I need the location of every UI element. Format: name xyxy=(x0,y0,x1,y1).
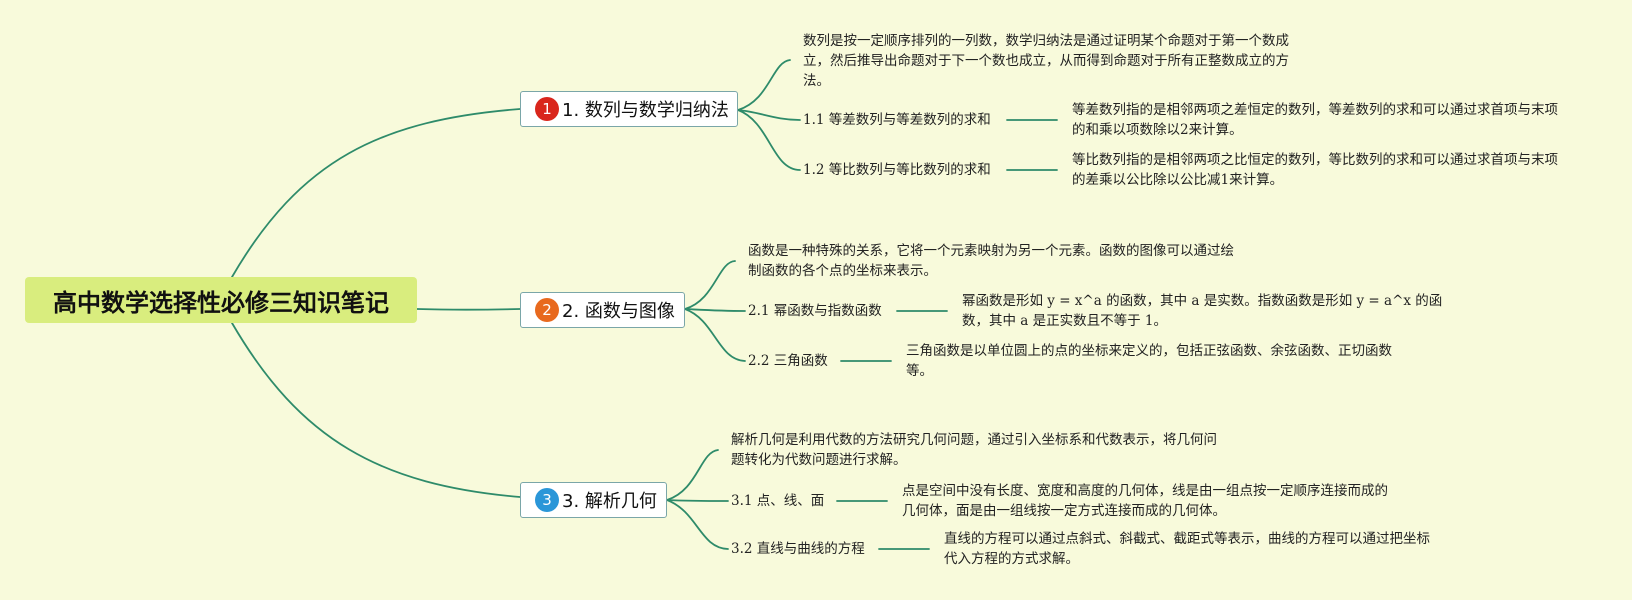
branch-title-1: 1. 数列与数学归纳法 xyxy=(562,100,729,121)
branch-topic-1[interactable]: 1 1. 数列与数学归纳法 xyxy=(520,91,738,127)
branch-topic-2[interactable]: 2 2. 函数与图像 xyxy=(520,292,685,328)
subtopic-1-1[interactable]: 1.1 等差数列与等差数列的求和 xyxy=(803,112,991,128)
connector-b1-sub1 xyxy=(737,109,801,121)
branch-title-3: 3. 解析几何 xyxy=(562,491,657,512)
connector-root-branch-2 xyxy=(416,308,521,311)
connector-b3-sub2 xyxy=(666,499,729,550)
number-badge-1: 1 xyxy=(535,97,559,121)
connector-b2-note xyxy=(684,260,736,310)
root-topic-label: 高中数学选择性必修三知识笔记 xyxy=(53,288,389,317)
root-topic[interactable]: 高中数学选择性必修三知识笔记 xyxy=(25,277,417,323)
connector-root-branch-3 xyxy=(231,322,521,498)
subtopic-2-1[interactable]: 2.1 幂函数与指数函数 xyxy=(748,303,882,319)
subtopic-3-2[interactable]: 3.2 直线与曲线的方程 xyxy=(731,541,865,557)
number-badge-3: 3 xyxy=(535,488,559,512)
subtopic-2-2[interactable]: 2.2 三角函数 xyxy=(748,353,828,369)
subtopic-detail-2-2: 三角函数是以单位圆上的点的坐标来定义的，包括正弦函数、余弦函数、正切函数等。 xyxy=(906,343,1392,379)
subtopic-3-1[interactable]: 3.1 点、线、面 xyxy=(731,493,825,509)
connector-b3-sub1 xyxy=(666,499,729,502)
branch-note-3: 解析几何是利用代数的方法研究几何问题，通过引入坐标系和代数表示，将几何问题转化为… xyxy=(731,432,1217,468)
number-badge-2: 2 xyxy=(535,298,559,322)
branch-topic-3[interactable]: 3 3. 解析几何 xyxy=(520,482,667,518)
subtopic-detail-1-2: 等比数列指的是相邻两项之比恒定的数列，等比数列的求和可以通过求首项与末项的差乘以… xyxy=(1072,152,1558,188)
subtopic-1-2[interactable]: 1.2 等比数列与等比数列的求和 xyxy=(803,162,991,178)
connector-b2-sub2 xyxy=(684,308,746,362)
connector-b1-note xyxy=(737,59,791,111)
connector-root-branch-1 xyxy=(231,108,521,278)
connector-b2-sub1 xyxy=(684,308,746,312)
subtopic-detail-2-1: 幂函数是形如 y = x^a 的函数，其中 a 是实数。指数函数是形如 y = … xyxy=(962,293,1443,329)
branch-title-2: 2. 函数与图像 xyxy=(562,301,675,322)
connector-b1-sub2 xyxy=(737,109,801,171)
branch-note-2: 函数是一种特殊的关系，它将一个元素映射为另一个元素。函数的图像可以通过绘制函数的… xyxy=(748,243,1234,279)
connector-b3-note xyxy=(666,449,719,501)
subtopic-detail-1-1: 等差数列指的是相邻两项之差恒定的数列，等差数列的求和可以通过求首项与末项的和乘以… xyxy=(1072,102,1558,138)
subtopic-detail-3-1: 点是空间中没有长度、宽度和高度的几何体，线是由一组点按一定顺序连接而成的几何体，… xyxy=(902,483,1388,519)
branch-note-1: 数列是按一定顺序排列的一列数，数学归纳法是通过证明某个命题对于第一个数成立，然后… xyxy=(803,33,1289,89)
subtopic-detail-3-2: 直线的方程可以通过点斜式、斜截式、截距式等表示，曲线的方程可以通过把坐标代入方程… xyxy=(944,531,1430,567)
